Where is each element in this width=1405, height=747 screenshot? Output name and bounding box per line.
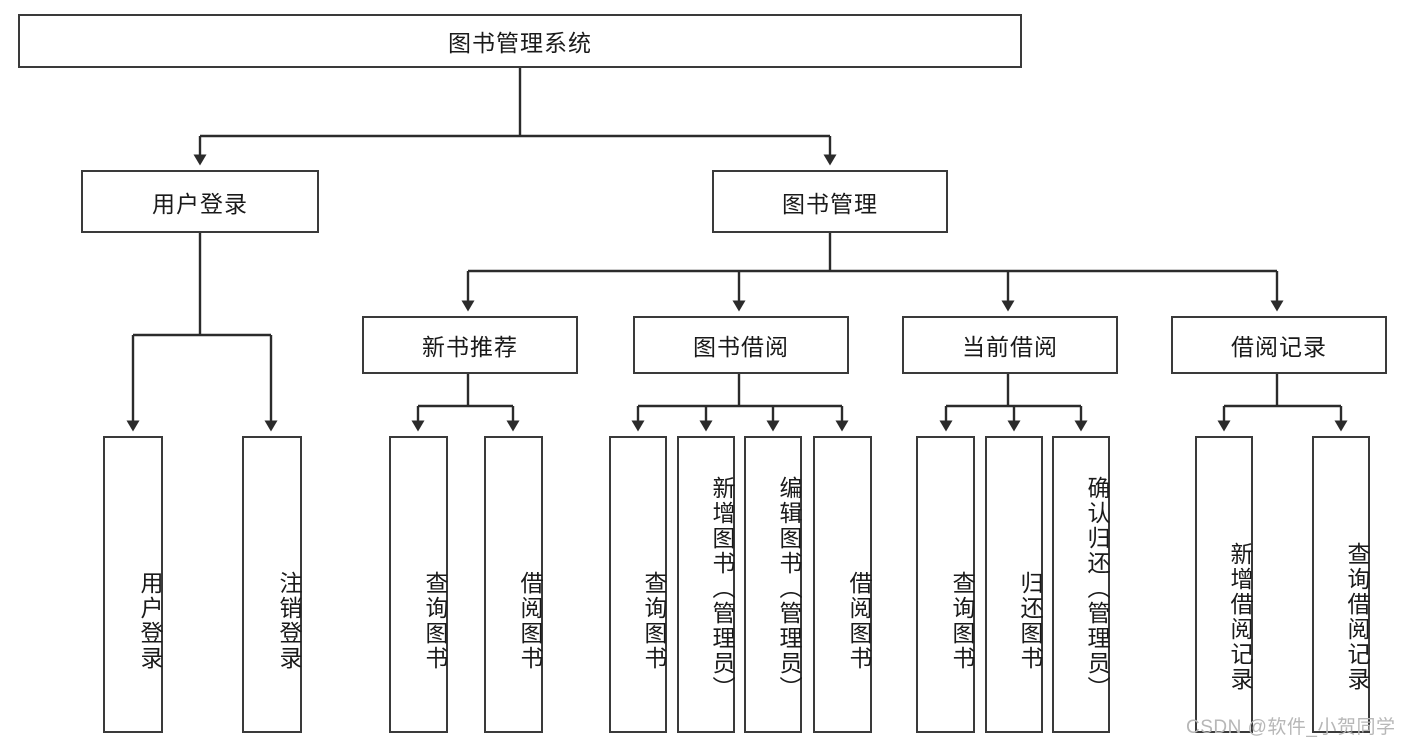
node-leaf-query-book-3-label: 查询图书 [949, 570, 975, 671]
node-leaf-borrow-book-2[interactable]: 借阅图书 [813, 436, 872, 733]
node-leaf-edit-book-label: 编辑图书（管理员） [776, 476, 802, 701]
node-root-label: 图书管理系统 [448, 30, 592, 56]
node-leaf-add-book-label: 新增图书（管理员） [709, 476, 735, 701]
node-leaf-query-book-2-label: 查询图书 [641, 570, 667, 671]
node-new-book-recommend-label: 新书推荐 [422, 334, 518, 360]
node-leaf-user-login[interactable]: 用户登录 [103, 436, 163, 733]
node-leaf-query-book-3[interactable]: 查询图书 [916, 436, 975, 733]
node-leaf-logout-login-label: 注销登录 [276, 570, 302, 671]
node-user-login-label: 用户登录 [152, 190, 248, 217]
node-leaf-return-book-label: 归还图书 [1017, 570, 1043, 671]
node-leaf-borrow-book-1-label: 借阅图书 [517, 570, 543, 671]
node-leaf-add-book[interactable]: 新增图书（管理员） [677, 436, 735, 733]
node-leaf-add-record-label: 新增借阅记录 [1227, 541, 1253, 692]
node-leaf-user-login-label: 用户登录 [137, 570, 163, 671]
node-leaf-add-record[interactable]: 新增借阅记录 [1195, 436, 1253, 733]
node-leaf-confirm-return-label: 确认归还（管理员） [1084, 476, 1110, 701]
node-leaf-logout-login[interactable]: 注销登录 [242, 436, 302, 733]
node-leaf-query-record[interactable]: 查询借阅记录 [1312, 436, 1370, 733]
node-book-manage[interactable]: 图书管理 [712, 170, 948, 233]
node-current-borrow[interactable]: 当前借阅 [902, 316, 1118, 374]
node-leaf-borrow-book-1[interactable]: 借阅图书 [484, 436, 543, 733]
node-leaf-edit-book[interactable]: 编辑图书（管理员） [744, 436, 802, 733]
node-leaf-query-record-label: 查询借阅记录 [1344, 541, 1370, 692]
watermark-text: CSDN @软件_小贺同学 [1186, 717, 1396, 738]
node-borrow-record-label: 借阅记录 [1231, 334, 1327, 360]
node-leaf-confirm-return[interactable]: 确认归还（管理员） [1052, 436, 1110, 733]
node-current-borrow-label: 当前借阅 [962, 334, 1058, 360]
node-new-book-recommend[interactable]: 新书推荐 [362, 316, 578, 374]
node-leaf-query-book-1-label: 查询图书 [422, 570, 448, 671]
node-leaf-return-book[interactable]: 归还图书 [985, 436, 1043, 733]
node-leaf-query-book-2[interactable]: 查询图书 [609, 436, 667, 733]
node-borrow-record[interactable]: 借阅记录 [1171, 316, 1387, 374]
node-user-login[interactable]: 用户登录 [81, 170, 319, 233]
node-leaf-query-book-1[interactable]: 查询图书 [389, 436, 448, 733]
node-book-manage-label: 图书管理 [782, 190, 878, 217]
node-book-borrow-label: 图书借阅 [693, 334, 789, 360]
node-leaf-borrow-book-2-label: 借阅图书 [846, 570, 872, 671]
node-book-borrow[interactable]: 图书借阅 [633, 316, 849, 374]
node-root[interactable]: 图书管理系统 [18, 14, 1022, 68]
